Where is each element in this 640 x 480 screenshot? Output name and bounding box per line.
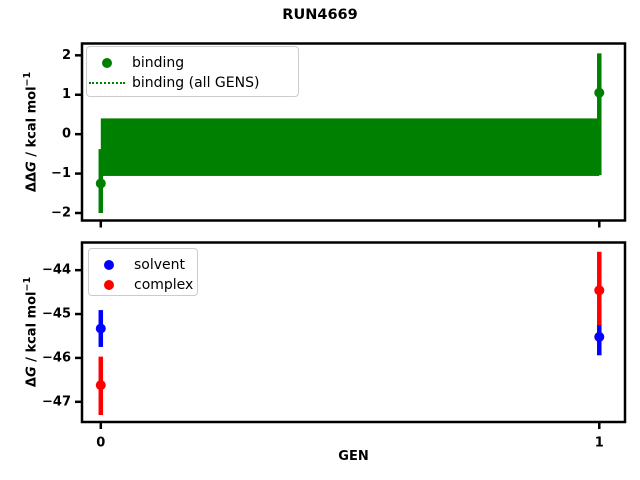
legend-swatch-cell (87, 58, 127, 68)
uncertainty-band-binding-vs-gen (100, 118, 600, 176)
solvent-point (594, 331, 605, 342)
binding-all-gens-dotted-line-icon (89, 82, 125, 84)
legend-swatch-cell (87, 82, 127, 84)
y-tick-label: 0 (62, 127, 71, 142)
binding-marker-icon (102, 58, 112, 68)
x-tick-label: 1 (595, 436, 604, 451)
solvent-point (95, 323, 106, 334)
x-axis-label: GEN (338, 449, 369, 464)
legend-swatch-cell (89, 280, 129, 290)
complex-point (594, 285, 605, 296)
binding-point (95, 178, 106, 189)
complex-marker-icon (104, 280, 114, 290)
axes-frame (80, 241, 627, 424)
y-tick-label: −46 (42, 350, 71, 365)
legend-label-complex: complex (134, 277, 194, 293)
legend-label-binding-all-gens: binding (all GENS) (132, 75, 260, 91)
legend-entry-complex: complex (89, 275, 193, 295)
y-tick-label: −47 (42, 394, 71, 409)
legend-bottom-plot: solvent complex (88, 248, 198, 296)
legend-entry-binding: binding (87, 53, 290, 73)
complex-point (95, 380, 106, 391)
legend-label-binding: binding (132, 55, 185, 71)
legend-label-solvent: solvent (134, 257, 186, 273)
legend-swatch-cell (89, 260, 129, 270)
legend-entry-solvent: solvent (89, 255, 189, 275)
x-tick-label: 0 (96, 436, 105, 451)
chart-title: RUN4669 (282, 7, 358, 23)
axes-frame (80, 42, 627, 222)
y-tick-label: 1 (62, 87, 71, 102)
y-tick-label: −2 (51, 206, 71, 221)
y-tick-label: −1 (51, 166, 71, 181)
binding-point (594, 87, 605, 98)
solvent-marker-icon (104, 260, 114, 270)
legend-entry-binding-all-gens: binding (all GENS) (87, 73, 290, 93)
y-tick-label: −44 (42, 263, 71, 278)
y-tick-label: −45 (42, 307, 71, 322)
legend-top-plot: binding binding (all GENS) (86, 46, 299, 97)
y-tick-label: 2 (62, 48, 71, 63)
